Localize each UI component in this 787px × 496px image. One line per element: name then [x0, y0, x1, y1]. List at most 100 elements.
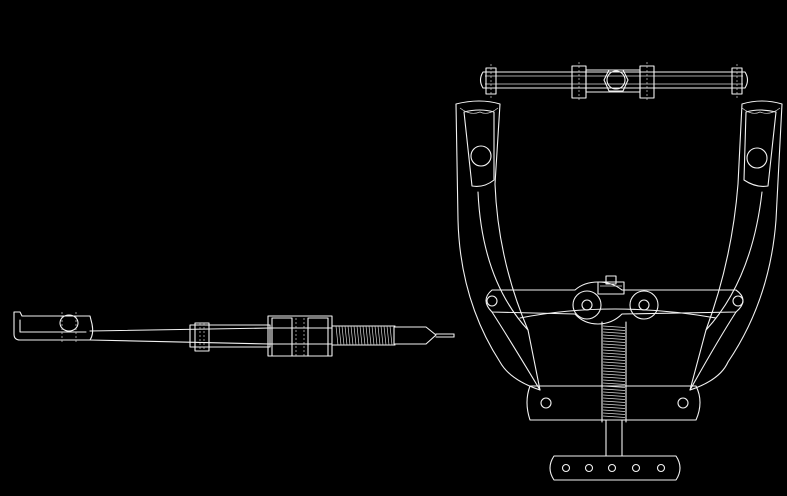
lower-arch — [519, 308, 717, 319]
side-spring-coils — [335, 325, 393, 346]
side-arm-bottom — [89, 339, 271, 345]
front-right-arm — [689, 100, 783, 391]
spring-coil — [365, 325, 369, 346]
middle-link-hole-right — [732, 295, 744, 307]
t-handle-hole — [607, 463, 617, 473]
t-handle-holes — [561, 463, 666, 473]
screw-top-cap — [605, 275, 617, 285]
screw-thread — [602, 370, 626, 373]
screw-thread — [602, 343, 626, 346]
right-arm-outer — [689, 100, 783, 391]
screw-shank — [605, 419, 623, 457]
screw-thread — [602, 391, 626, 394]
spring-coil — [380, 325, 384, 346]
lower-bar-outline — [526, 385, 701, 421]
top-hex-nut-bore — [606, 70, 626, 90]
spring-coil — [389, 325, 393, 346]
spring-coil — [362, 325, 366, 346]
screw-thread — [602, 412, 626, 415]
side-jaw-inner — [19, 319, 87, 333]
spring-coil — [383, 325, 387, 346]
screw-thread — [602, 364, 626, 367]
screw-thread — [602, 367, 626, 370]
middle-link-boss-left — [572, 290, 602, 320]
screw-top-nut — [597, 281, 625, 295]
front-top-crossbar — [479, 62, 749, 102]
left-jaw-tip — [463, 109, 495, 187]
screw-thread — [602, 337, 626, 340]
screw-thread — [602, 400, 626, 403]
left-arm-outer — [455, 100, 541, 391]
side-collar-bolt — [194, 322, 210, 352]
side-main-block — [267, 315, 333, 357]
middle-link-boss-right-hole — [638, 299, 650, 311]
screw-thread — [602, 331, 626, 334]
side-arm-top — [89, 327, 271, 332]
middle-link-boss-left-hole — [581, 299, 593, 311]
right-arm-pivot — [746, 147, 768, 169]
side-block-right-plate — [307, 317, 329, 357]
screw-thread — [602, 325, 626, 328]
side-view — [13, 311, 455, 357]
screw-thread — [602, 340, 626, 343]
middle-link-boss-right — [629, 290, 659, 320]
spring-coil — [341, 325, 345, 346]
left-arm-pivot — [470, 145, 492, 167]
right-arm-inner — [705, 191, 763, 331]
front-left-arm — [455, 100, 541, 391]
right-jaw-serration — [741, 107, 781, 114]
screw-thread — [602, 376, 626, 379]
spring-coil — [347, 325, 351, 346]
screw-thread — [602, 358, 626, 361]
spring-coil — [356, 325, 360, 346]
screw-thread — [602, 328, 626, 331]
screw-thread — [602, 352, 626, 355]
top-hex-nut — [603, 69, 629, 92]
screw-thread — [602, 355, 626, 358]
spring-coil — [344, 325, 348, 346]
lower-left-strut — [491, 311, 541, 391]
spring-coil — [359, 325, 363, 346]
left-arm-inner — [477, 191, 529, 331]
middle-link-hole-left — [486, 295, 498, 307]
t-handle-hole — [631, 463, 641, 473]
screw-thread — [602, 373, 626, 376]
screw-thread — [602, 361, 626, 364]
side-collar — [189, 324, 271, 348]
screw-thread — [602, 406, 626, 409]
spring-coil — [368, 325, 372, 346]
t-handle-hole — [656, 463, 666, 473]
spring-coil — [350, 325, 354, 346]
screw-thread — [602, 409, 626, 412]
screw-thread — [602, 394, 626, 397]
side-handle-sleeve — [393, 326, 437, 345]
middle-link-outline — [485, 281, 744, 325]
front-t-handle — [549, 455, 681, 481]
left-jaw-serration — [459, 107, 499, 114]
lower-bar-hole-left — [540, 397, 552, 409]
screw-thread — [602, 397, 626, 400]
screw-thread — [602, 388, 626, 391]
spring-coil — [338, 325, 342, 346]
spring-coil — [386, 325, 390, 346]
lower-right-strut — [689, 311, 737, 391]
side-jaw-pivot — [59, 314, 79, 332]
top-bar-outline — [479, 71, 749, 89]
lower-bar-hole-right — [677, 397, 689, 409]
screw-thread — [602, 382, 626, 385]
spring-coil — [335, 325, 339, 346]
screw-thread — [602, 346, 626, 349]
screw-thread — [602, 349, 626, 352]
front-center-screw — [601, 321, 627, 457]
screw-thread — [602, 379, 626, 382]
t-handle-hole — [584, 463, 594, 473]
side-jaw-hook — [13, 311, 94, 341]
side-block-left-plate — [271, 317, 293, 357]
front-lower-bar — [526, 385, 701, 421]
spring-coil — [377, 325, 381, 346]
spring-coil — [353, 325, 357, 346]
screw-thread — [602, 334, 626, 337]
right-jaw-tip — [743, 109, 777, 187]
